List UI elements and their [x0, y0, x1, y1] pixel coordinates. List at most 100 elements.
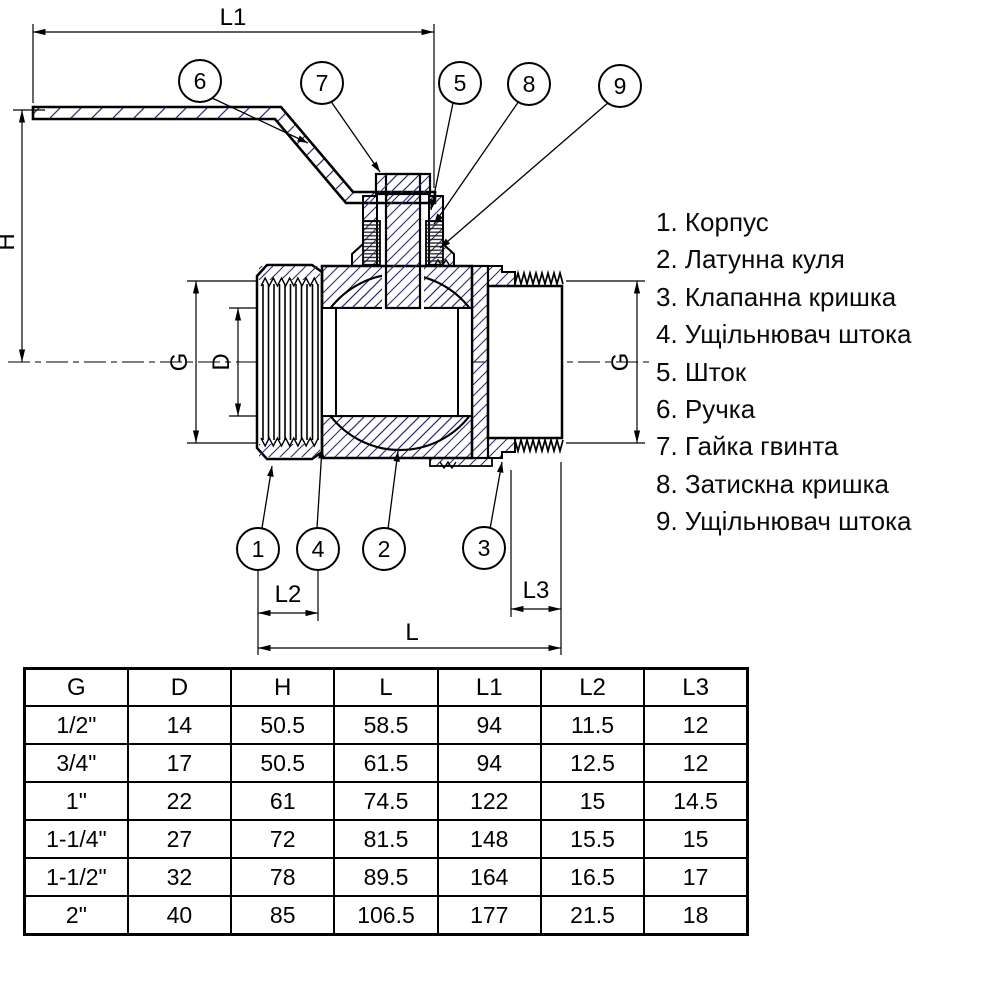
table-cell: 148 — [436, 819, 542, 859]
table-cell: 15 — [539, 781, 646, 821]
table-cell: 1" — [23, 781, 129, 821]
table-cell: 61.5 — [333, 743, 439, 783]
table-cell: 122 — [436, 781, 542, 821]
table-cell: 50.5 — [230, 743, 336, 783]
parts-legend: 1. Корпус 2. Латунна куля 3. Клапанна кр… — [656, 204, 986, 541]
table-cell: 74.5 — [333, 781, 439, 821]
col-header-l: L — [333, 667, 439, 707]
table-cell: 81.5 — [333, 819, 439, 859]
valve-body — [320, 258, 493, 470]
table-row: 1" 22 61 74.5 122 15 14.5 — [23, 781, 749, 821]
stem-seal-right — [425, 220, 444, 266]
legend-item-8: 8. Затискна кришка — [656, 468, 889, 499]
table-header-row: G D H L L1 L2 L3 — [23, 667, 749, 707]
table-row: 3/4" 17 50.5 61.5 94 12.5 12 — [23, 743, 749, 783]
handle-lever — [31, 105, 437, 205]
table-row: 1-1/2" 32 78 89.5 164 16.5 17 — [23, 857, 749, 897]
female-thread-crests-top — [260, 276, 319, 288]
table-cell: 32 — [126, 857, 233, 897]
callout-2: 2 — [362, 527, 406, 571]
table-cell: 164 — [436, 857, 542, 897]
table-cell: 12 — [643, 705, 749, 745]
table-cell: 27 — [126, 819, 233, 859]
male-thread-bottom — [514, 436, 564, 455]
table-cell: 17 — [643, 857, 749, 897]
table-cell: 61 — [230, 781, 336, 821]
callout-balloons: 6 7 5 8 9 1 4 — [178, 59, 642, 571]
table-cell: 15 — [643, 819, 749, 859]
table-cell: 14.5 — [643, 781, 749, 821]
dim-label-g-right: G — [607, 353, 634, 372]
table-cell: 94 — [436, 705, 542, 745]
callout-leaders — [211, 97, 610, 530]
callout-4: 4 — [296, 527, 340, 571]
dimension-lines — [13, 24, 645, 655]
svg-text:7: 7 — [316, 70, 329, 96]
dim-label-d: D — [208, 353, 235, 370]
table-cell: 22 — [126, 781, 233, 821]
table-cell: 16.5 — [539, 857, 646, 897]
table-cell: 14 — [126, 705, 233, 745]
table-cell: 58.5 — [333, 705, 439, 745]
callout-6: 6 — [178, 59, 222, 103]
table-cell: 11.5 — [539, 705, 646, 745]
stem-nut — [374, 172, 432, 196]
col-header-l2: L2 — [539, 667, 646, 707]
legend-item-9: 9. Ущільнювач штока — [656, 506, 912, 537]
dim-label-l1: L1 — [220, 4, 247, 31]
callout-3: 3 — [462, 526, 506, 570]
legend-item-1: 1. Корпус — [656, 207, 769, 237]
stem-seal-left — [362, 220, 381, 266]
table-cell: 12.5 — [539, 743, 646, 783]
table-cell: 72 — [230, 819, 336, 859]
table-row: 2" 40 85 106.5 177 21.5 18 — [23, 895, 749, 936]
dim-label-l3: L3 — [523, 577, 550, 604]
svg-text:6: 6 — [194, 68, 207, 94]
col-header-d: D — [126, 667, 233, 707]
male-thread-top — [514, 269, 564, 288]
dim-label-g-left: G — [166, 353, 193, 372]
legend-item-2: 2. Латунна куля — [656, 244, 845, 275]
table-cell: 12 — [643, 743, 749, 783]
col-header-l3: L3 — [643, 667, 749, 707]
valve-technical-drawing: L1 H G D G L2 L3 L 6 7 — [0, 4, 652, 655]
table-cell: 50.5 — [230, 705, 336, 745]
table-row: 1/2" 14 50.5 58.5 94 11.5 12 — [23, 705, 749, 745]
table-cell: 17 — [126, 743, 233, 783]
legend-item-6: 6. Ручка — [656, 394, 756, 425]
legend-item-7: 7. Гайка гвинта — [656, 431, 839, 462]
bottom-cap-step — [429, 457, 493, 467]
legend-item-4: 4. Ущільнювач штока — [656, 319, 912, 350]
female-threaded-end — [255, 263, 324, 461]
seat-ring-left — [321, 307, 337, 417]
dimensions-table: G D H L L1 L2 L3 1/2" 14 50.5 58.5 94 11… — [23, 667, 749, 936]
female-thread-crests-bottom — [260, 436, 319, 448]
dim-label-l: L — [405, 619, 418, 646]
col-header-g: G — [23, 667, 129, 707]
table-cell: 106.5 — [333, 895, 439, 936]
legend-item-3: 3. Клапанна кришка — [656, 281, 897, 312]
dim-label-l2: L2 — [275, 581, 302, 608]
callout-5: 5 — [438, 61, 482, 105]
table-cell: 21.5 — [539, 895, 646, 936]
table-cell: 15.5 — [539, 819, 646, 859]
table-cell: 2" — [23, 895, 129, 936]
legend-item-5: 5. Шток — [656, 356, 747, 387]
svg-text:5: 5 — [454, 70, 467, 96]
union-end-cap — [486, 284, 564, 440]
table-cell: 78 — [230, 857, 336, 897]
table-cell: 40 — [126, 895, 233, 936]
col-header-l1: L1 — [436, 667, 542, 707]
svg-text:9: 9 — [614, 73, 627, 99]
dim-label-h: H — [0, 233, 20, 250]
table-cell: 177 — [436, 895, 542, 936]
svg-text:2: 2 — [378, 536, 391, 562]
callout-7: 7 — [300, 61, 344, 105]
col-header-h: H — [230, 667, 336, 707]
table-row: 1-1/4" 27 72 81.5 148 15.5 15 — [23, 819, 749, 859]
svg-text:3: 3 — [478, 535, 491, 561]
table-cell: 18 — [643, 895, 749, 936]
table-cell: 1-1/4" — [23, 819, 129, 859]
svg-text:4: 4 — [312, 536, 325, 562]
